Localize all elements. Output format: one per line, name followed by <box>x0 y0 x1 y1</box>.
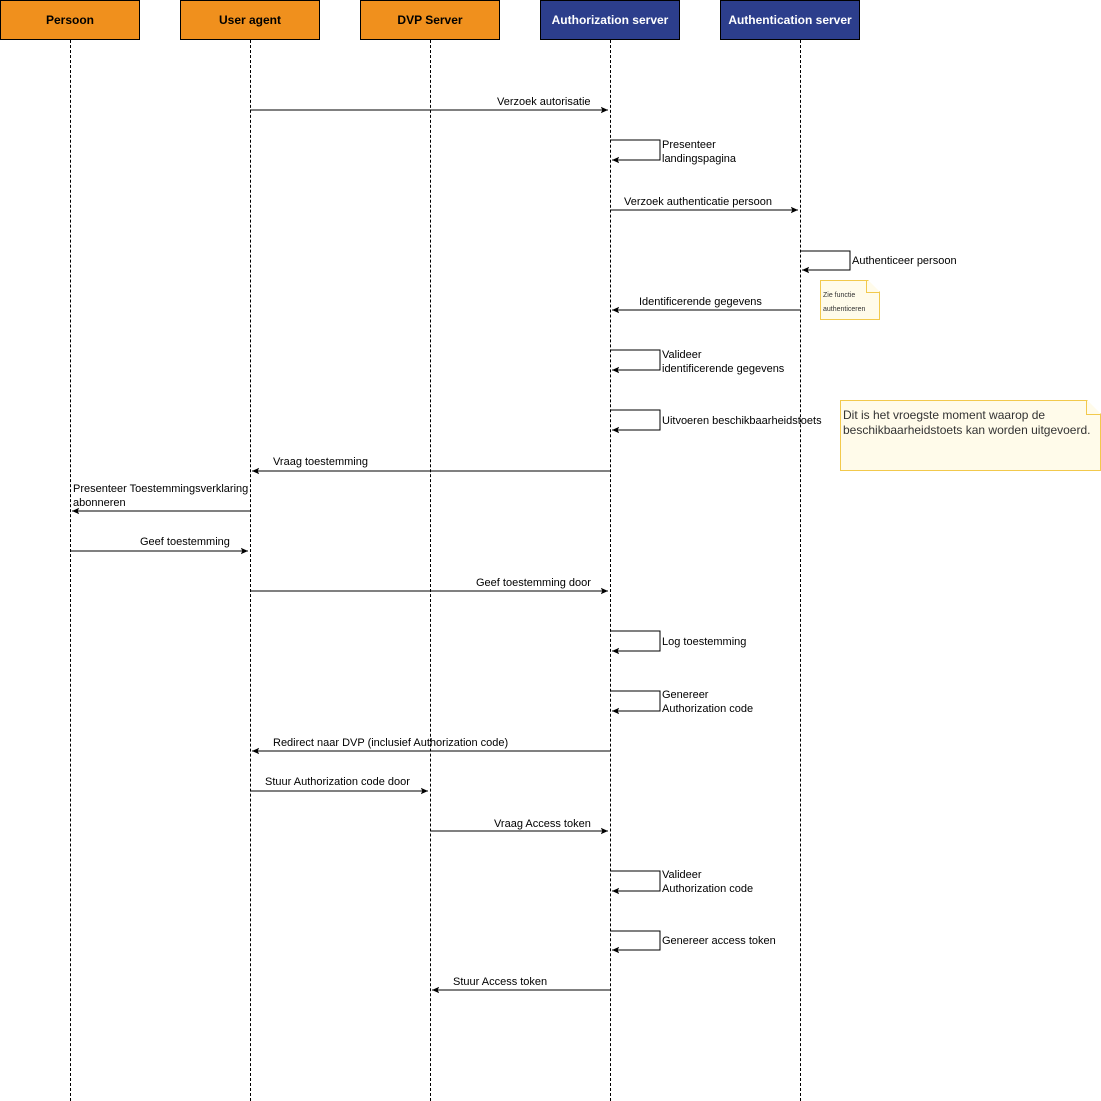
message-label: Verzoek authenticatie persoon <box>624 196 772 208</box>
arrow-genereer-authorization-code <box>610 690 661 715</box>
arrow-presenteer-landingspagina <box>610 139 661 164</box>
actor-authorization-server: Authorization server <box>540 0 680 40</box>
actor-user-agent: User agent <box>180 0 320 40</box>
arrow-valideer-authorization-code <box>610 870 661 895</box>
message-label: Presenteer Toestemmingsverklaring abonne… <box>73 483 249 509</box>
actor-persoon: Persoon <box>0 0 140 40</box>
message-label: Vraag Access token <box>494 818 591 830</box>
message-label: Valideer identificerende gegevens <box>662 349 785 375</box>
message-label: Geef toestemming door <box>476 577 591 589</box>
message-label: Log toestemming <box>662 636 747 648</box>
message-label: Identificerende gegevens <box>639 296 762 308</box>
message-label: Presenteer landingspagina <box>662 139 737 165</box>
message-label: Valideer Authorization code <box>662 869 754 895</box>
lifeline-authentication-server <box>800 40 801 1101</box>
arrow-valideer-identificerende-gegevens <box>610 349 661 374</box>
lifeline-authorization-server <box>610 40 611 1101</box>
lifeline-dvp-server <box>430 40 431 1101</box>
message-label: Genereer Authorization code <box>662 689 754 715</box>
arrow-uitvoeren-beschikbaarheidstoets <box>610 409 661 434</box>
note-fold <box>1086 400 1101 415</box>
message-label: Genereer access token <box>662 935 776 947</box>
actor-dvp-server: DVP Server <box>360 0 500 40</box>
note-fold <box>866 280 880 293</box>
message-label: Stuur Access token <box>453 976 548 988</box>
actor-authentication-server: Authentication server <box>720 0 860 40</box>
message-label: Redirect naar DVP (inclusief Authorizati… <box>273 737 509 749</box>
message-label: Stuur Authorization code door <box>265 776 410 788</box>
message-label: Uitvoeren beschikbaarheidstoets <box>662 415 822 427</box>
arrow-genereer-access-token <box>610 930 661 954</box>
note-beschikbaarheidstoets: Dit is het vroegste moment waarop de bes… <box>840 400 1101 471</box>
message-label: Vraag toestemming <box>273 456 368 468</box>
message-label: Verzoek autorisatie <box>497 96 591 108</box>
note-text: Dit is het vroegste moment waarop de bes… <box>843 408 1091 437</box>
message-label: Authenticeer persoon <box>852 255 957 267</box>
lifeline-persoon <box>70 40 71 1101</box>
note-text: Zie functie authenticeren <box>823 292 866 313</box>
message-label: Geef toestemming <box>140 536 230 548</box>
arrow-log-toestemming <box>610 630 661 655</box>
arrow-authenticeer-persoon <box>800 250 851 274</box>
lifeline-user-agent <box>250 40 251 1101</box>
note-zie-functie: Zie functie authenticeren <box>820 280 880 320</box>
